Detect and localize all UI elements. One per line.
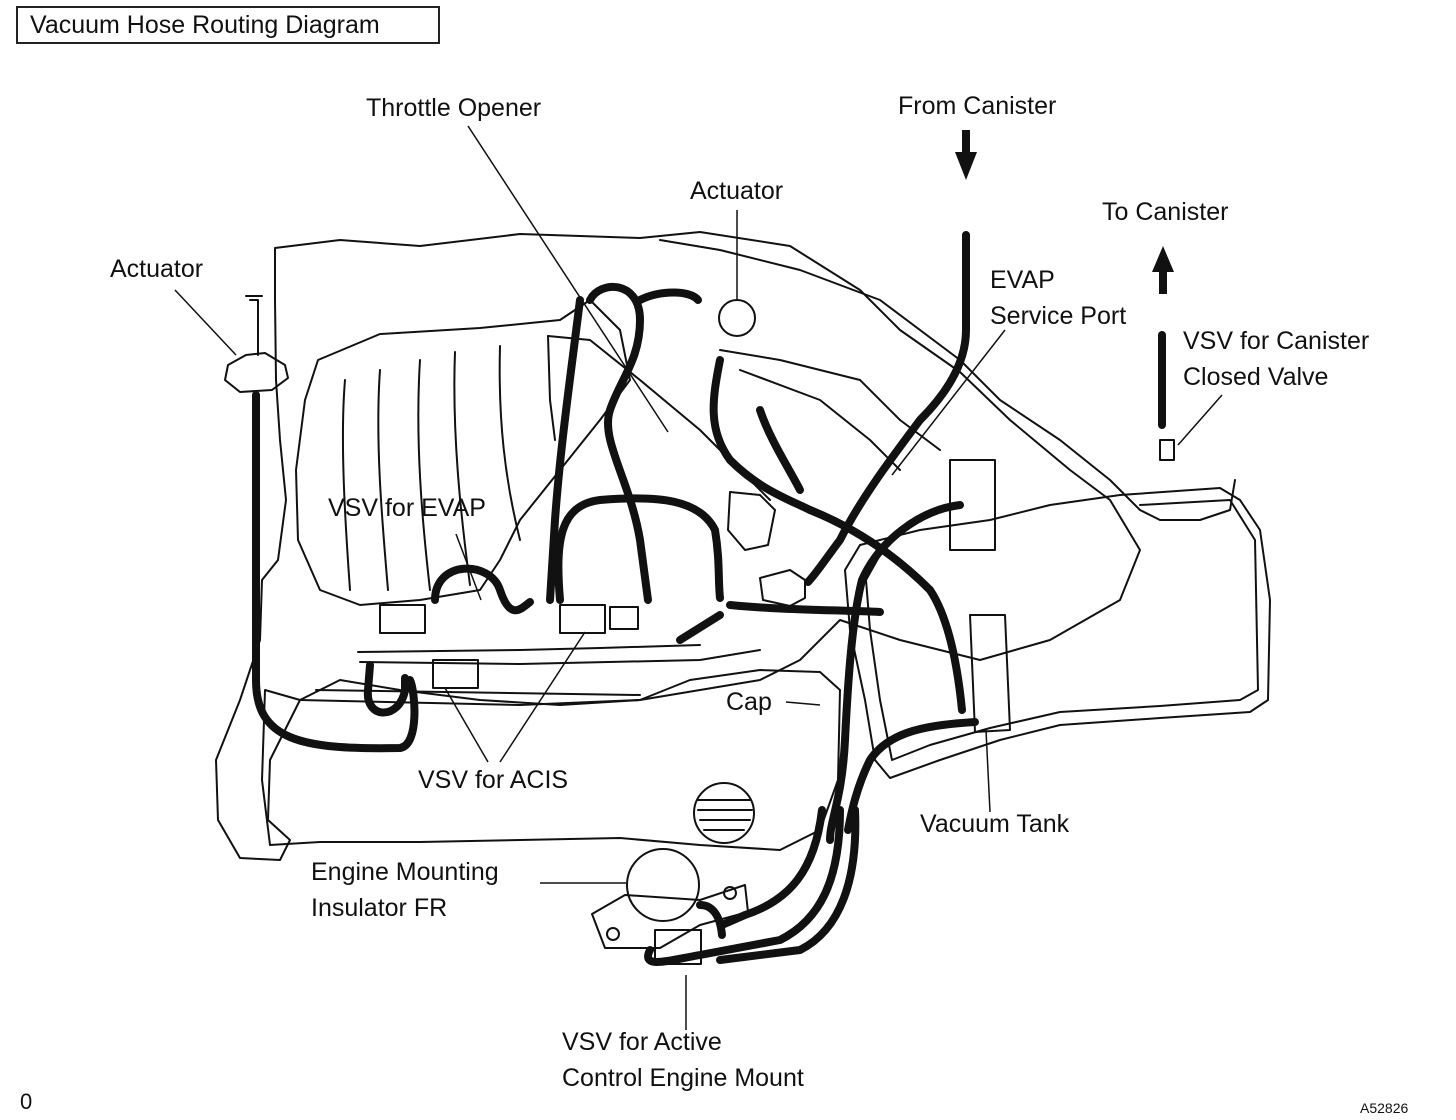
label-vsv-evap: VSV for EVAP — [328, 494, 486, 522]
hose-bundle-2 — [644, 806, 844, 966]
hose-mount-loop — [696, 901, 726, 939]
hose-bundle-1 — [718, 806, 826, 929]
label-engine-mounting-line1: Engine Mounting — [311, 858, 499, 886]
hose-bundle-3 — [716, 806, 860, 964]
hose-throttle-right — [709, 356, 814, 514]
hose-from-canister — [804, 231, 970, 586]
label-actuator-top: Actuator — [690, 177, 784, 205]
hose-evap-loop — [431, 564, 534, 615]
intake-manifold-outline — [295, 299, 631, 606]
hose-left-actuator — [252, 391, 419, 753]
engine-mount-insulator — [626, 848, 700, 922]
hose-to-center — [676, 611, 724, 644]
label-actuator-left: Actuator — [110, 255, 204, 283]
air-intake-outline — [659, 239, 1236, 521]
label-vsv-active-line1: VSV for Active — [562, 1028, 722, 1056]
hose-to-tank-1 — [806, 506, 966, 714]
label-engine-mounting-line2: Insulator FR — [311, 894, 448, 922]
label-cap: Cap — [726, 688, 772, 716]
hose-acis-loop — [363, 661, 409, 717]
label-vsv-canister-line2: Closed Valve — [1183, 363, 1329, 391]
hose-main-line — [726, 601, 884, 616]
label-evap-service-port-line2: Service Port — [990, 302, 1127, 330]
diagram-title: Vacuum Hose Routing Diagram — [16, 6, 440, 44]
label-vsv-active-line2: Control Engine Mount — [562, 1064, 804, 1092]
label-throttle-opener: Throttle Opener — [366, 94, 542, 122]
figure-id: A52826 — [1360, 1100, 1409, 1116]
hose-throttle-center — [554, 494, 724, 604]
label-vsv-canister-line1: VSV for Canister — [1183, 327, 1370, 355]
label-from-canister: From Canister — [898, 92, 1057, 120]
hose-throttle-opener — [546, 296, 584, 604]
label-evap-service-port-line1: EVAP — [990, 266, 1055, 294]
label-vsv-acis: VSV for ACIS — [418, 766, 569, 794]
hose-throttle-loop — [586, 283, 652, 604]
hose-top-actuator — [636, 288, 702, 304]
hose-to-tank-2 — [826, 501, 964, 844]
hose-evap-port — [756, 406, 804, 494]
label-vacuum-tank: Vacuum Tank — [920, 810, 1070, 838]
footer-left-mark: 0 — [20, 1089, 33, 1114]
label-to-canister: To Canister — [1102, 198, 1229, 226]
